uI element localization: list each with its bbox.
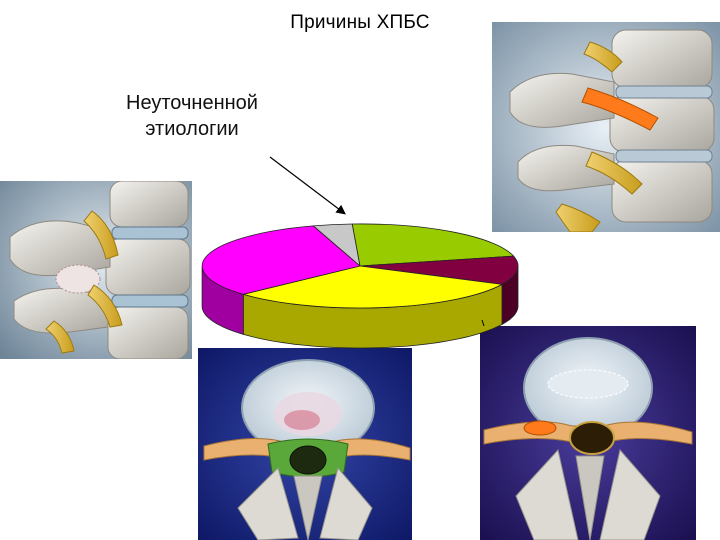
spine-lateral-illustration-left xyxy=(0,181,192,359)
page-title: Причины ХПБС xyxy=(290,12,430,33)
annotation-line-2: этиологии xyxy=(145,118,239,140)
pie-slice-1 xyxy=(351,223,515,267)
annotation-label: Неуточненной этиологии xyxy=(92,90,292,142)
pie-slice-3 xyxy=(241,265,504,309)
annotation-arrow xyxy=(269,156,346,215)
vertebra-axial-illustration-bottom-right xyxy=(480,326,696,540)
pie-slice-2 xyxy=(359,255,519,285)
pie-slice-4 xyxy=(201,225,361,295)
annotation-line-1: Неуточненной xyxy=(126,92,258,114)
pie-top-faces xyxy=(201,223,519,309)
pie-side-walls xyxy=(201,266,519,349)
vertebra-axial-illustration-bottom-left xyxy=(198,348,412,540)
spine-lateral-illustration-upper-right xyxy=(492,22,720,232)
leader-tick xyxy=(481,319,485,327)
